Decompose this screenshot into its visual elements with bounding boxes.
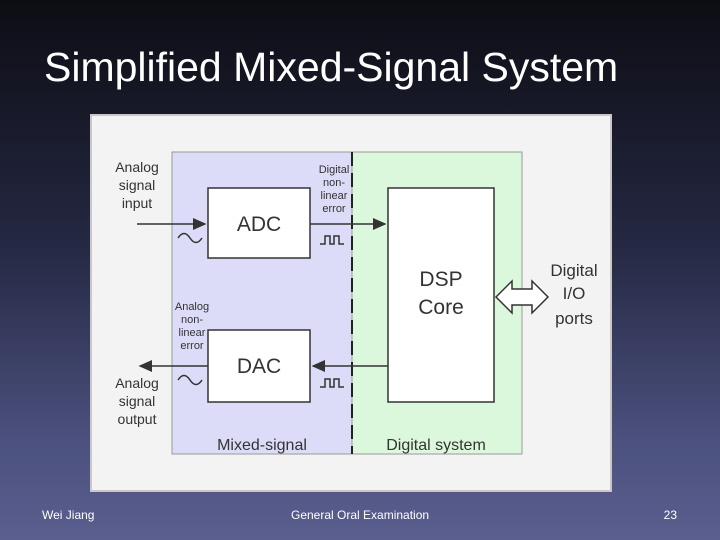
square-wave-icon-dac [320,378,344,388]
analog-output-label-line1: Analog [115,375,159,391]
footer-event: General Oral Examination [291,508,430,522]
footer-author: Wei Jiang [42,508,95,522]
analog-error-label-line1: Analog [175,301,209,313]
digital-io-label-line2: I/O [563,284,586,303]
sine-wave-icon-output [177,374,203,386]
analog-input-label-line1: Analog [115,159,159,175]
analog-input-label-line3: input [122,195,152,211]
square-wave-icon-adc [320,235,344,245]
adc-label: ADC [237,213,281,236]
dsp-label-line2: Core [418,296,464,319]
analog-error-label-line2: non- [181,314,203,326]
analog-error-label-line4: error [180,340,204,352]
dsp-label-line1: DSP [419,268,462,291]
digital-io-label-line3: ports [555,309,593,328]
digital-io-label-line1: Digital [550,261,597,280]
analog-output-label-line3: output [118,411,157,427]
digital-error-label-line3: linear [321,190,348,202]
analog-error-label-line3: linear [179,327,206,339]
analog-input-label-line2: signal [119,177,156,193]
adc-block [207,187,311,259]
sine-wave-icon-input [177,232,203,244]
diagram-canvas: ADC DAC DSP Core Analog signal input Ana… [115,151,598,455]
digital-error-label-line2: non- [323,177,345,189]
mixed-signal-system-diagram: ADC DAC DSP Core Analog signal input Ana… [90,114,612,492]
dac-label: DAC [237,355,281,378]
analog-output-label-line2: signal [119,393,156,409]
digital-error-label-line4: error [322,203,346,215]
digital-io-double-arrow [494,279,550,315]
digital-error-label-line1: Digital [319,164,350,176]
digital-system-region-label: Digital system [386,437,486,454]
slide-title: Simplified Mixed-Signal System [44,44,619,90]
dsp-core-block [387,187,495,403]
mixed-signal-region-label: Mixed-signal [217,437,307,454]
footer-page-number: 23 [663,508,677,522]
dac-block [207,329,311,403]
